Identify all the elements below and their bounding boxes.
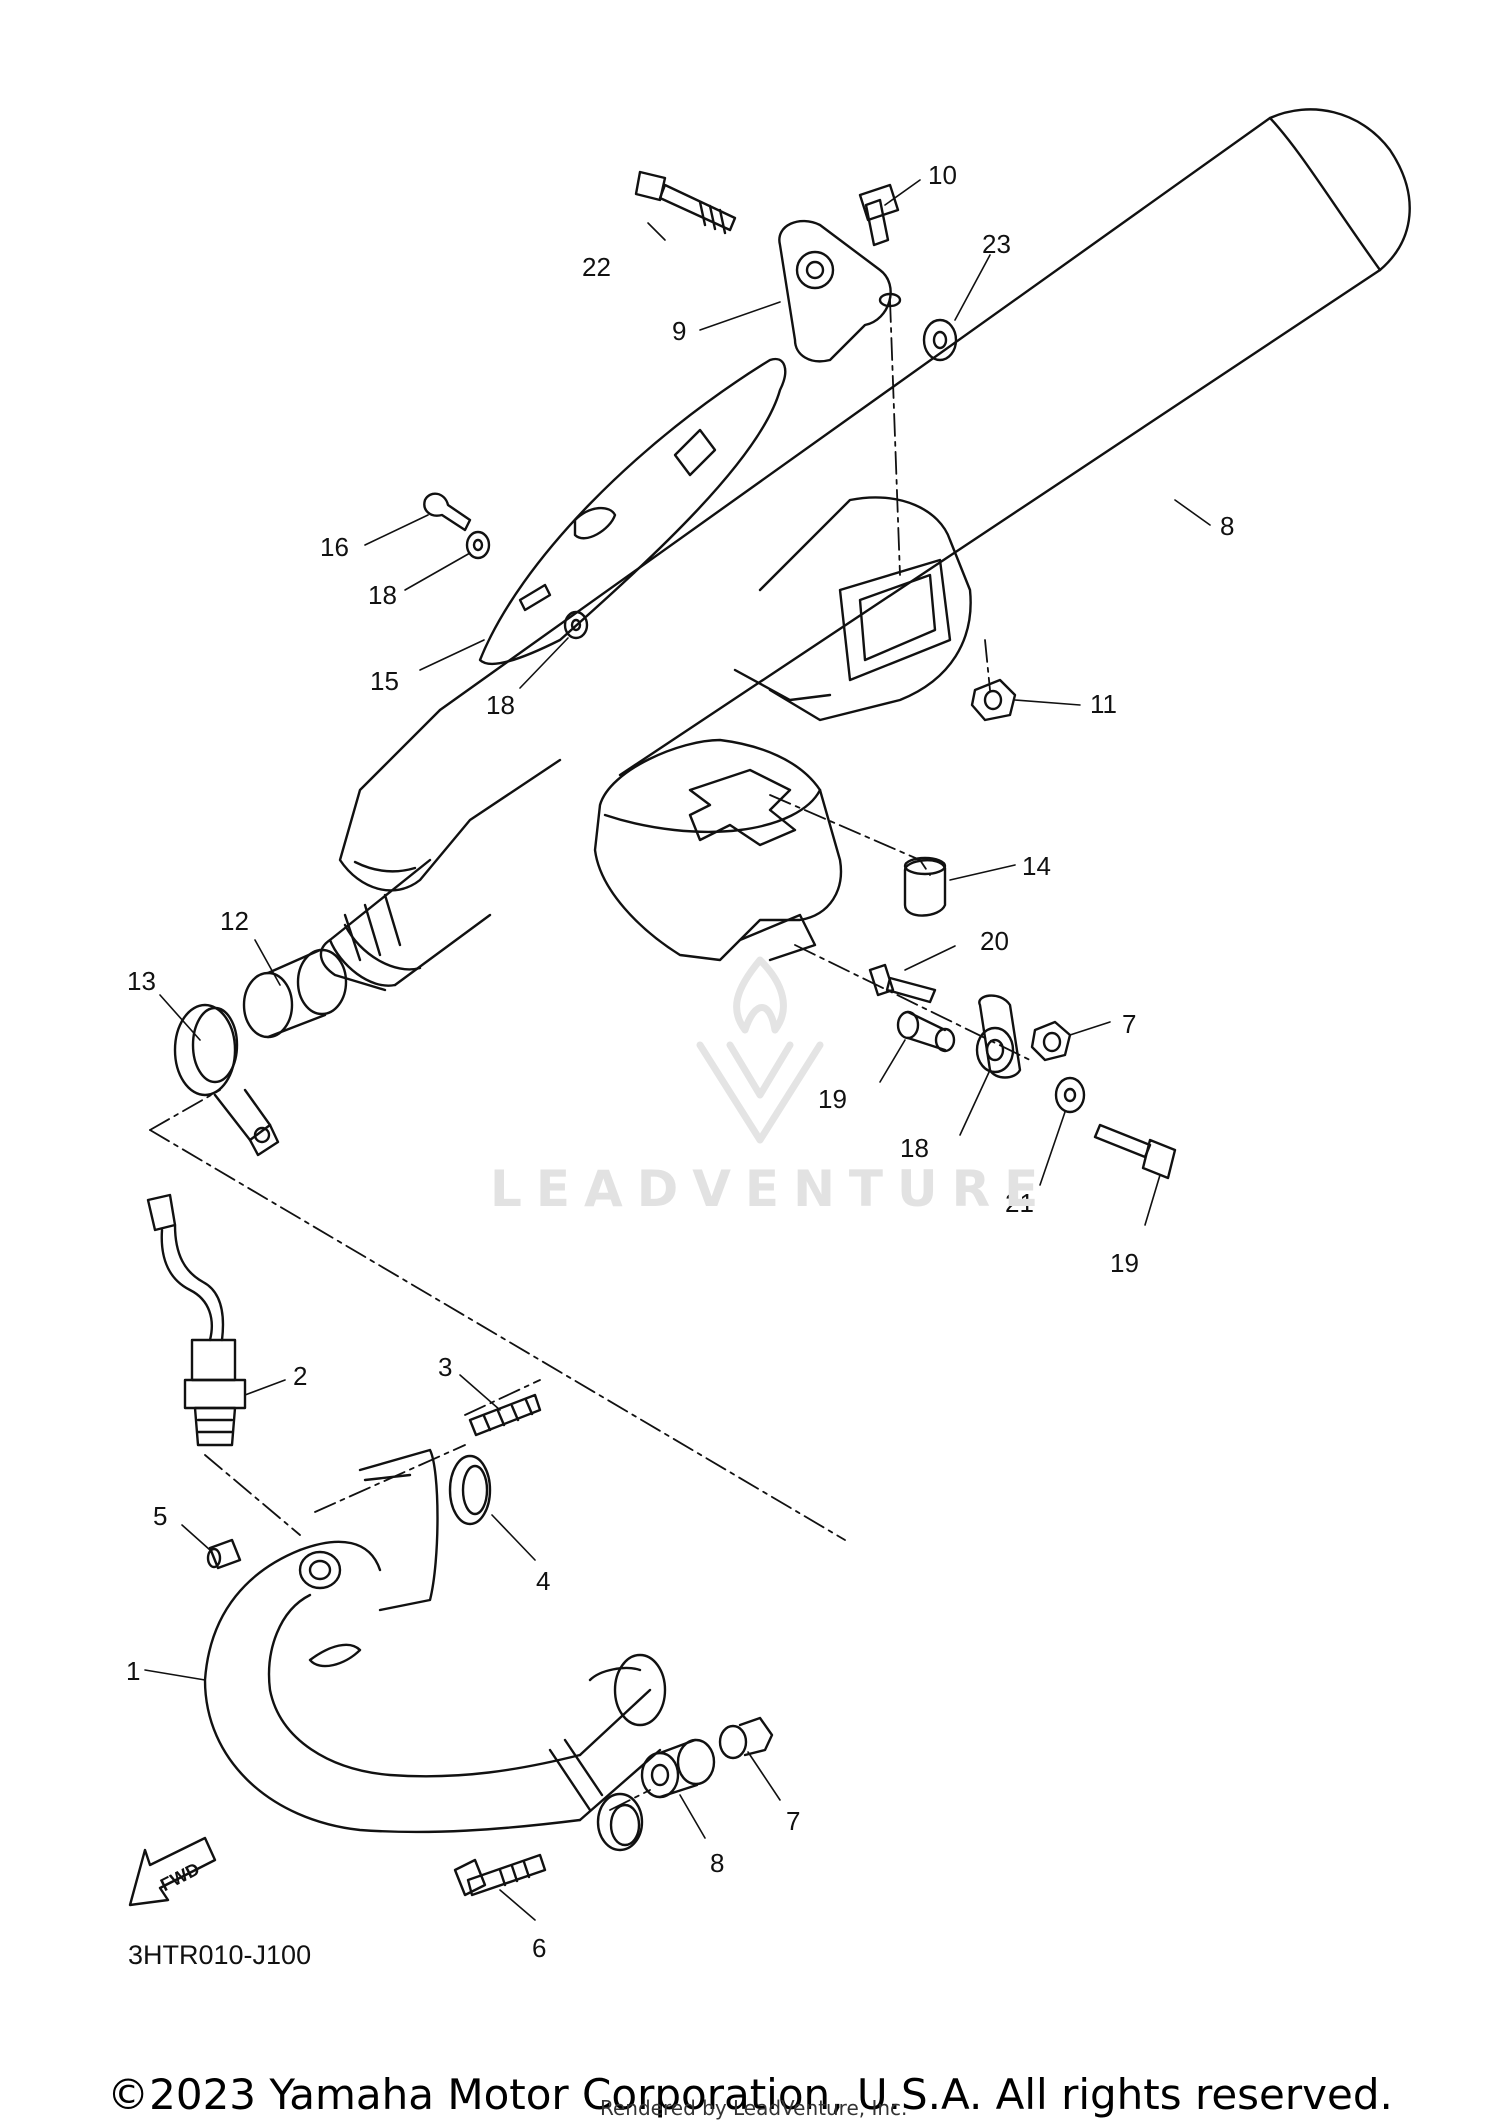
muffler-inlet-pipe <box>319 858 492 992</box>
callout-11: 10 <box>928 160 957 190</box>
damper-19 <box>975 994 1022 1079</box>
callout-19: 18 <box>900 1133 929 1163</box>
callout-4: 4 <box>536 1566 550 1596</box>
stud-3 <box>468 1393 542 1437</box>
callout-6: 6 <box>532 1933 546 1963</box>
callout-1: 1 <box>126 1656 140 1686</box>
fwd-arrow-icon <box>128 1836 217 1907</box>
callout-9: 8 <box>1220 511 1234 541</box>
callout-13: 12 <box>220 906 249 936</box>
damper-8 <box>640 1738 716 1799</box>
callout-7-upper: 7 <box>1122 1009 1136 1039</box>
callout-24: 22 <box>582 252 611 282</box>
callout-16: 15 <box>370 666 399 696</box>
callout-17: 16 <box>320 532 349 562</box>
callout-labels: 22 10 23 9 8 16 18 15 18 11 14 12 13 20 … <box>126 160 1234 1963</box>
gasket-13 <box>242 948 348 1039</box>
render-credit: Rendered by LeadVenture, Inc. <box>600 2096 908 2120</box>
callout-18-upper: 18 <box>368 580 397 610</box>
callout-5: 5 <box>153 1501 167 1531</box>
muffler-bracket <box>778 219 902 363</box>
washer-25 <box>922 318 958 362</box>
plug-5 <box>206 1538 242 1570</box>
washer-18-upper <box>465 530 491 560</box>
callout-20: 19 <box>818 1084 847 1114</box>
screw-17 <box>423 492 472 532</box>
callout-23: 21 <box>1005 1188 1034 1218</box>
muffler <box>338 108 1411 892</box>
washer-23 <box>1054 1076 1086 1114</box>
assembly-leader-lines <box>149 299 1031 1811</box>
bolt-24 <box>634 170 737 235</box>
o2-sensor <box>146 1193 247 1447</box>
callout-18-lower: 18 <box>486 690 515 720</box>
callout-7-lower: 7 <box>786 1806 800 1836</box>
washer-18-lower <box>563 610 589 640</box>
bolt-11 <box>858 183 900 247</box>
bolt-6 <box>453 1853 547 1897</box>
nut-7-upper <box>1030 1020 1072 1062</box>
clamp-14 <box>173 1003 280 1157</box>
callout-2: 2 <box>293 1361 307 1391</box>
muffler-rear-body <box>593 496 972 962</box>
callout-8: 8 <box>710 1848 724 1878</box>
callout-leaders <box>144 179 1211 1921</box>
diagram-code: 3HTR010-J100 <box>128 1940 312 1970</box>
callout-25: 23 <box>982 229 1011 259</box>
fwd-label: FWD <box>157 1859 203 1895</box>
callout-15: 14 <box>1022 851 1051 881</box>
collar-20 <box>896 1010 956 1053</box>
bolt-21 <box>1093 1123 1177 1180</box>
watermark-logo <box>696 956 824 1144</box>
callout-3: 3 <box>438 1352 452 1382</box>
bolt-22 <box>868 963 937 1004</box>
callout-14: 13 <box>127 966 156 996</box>
watermark-text: LEADVENTURE <box>490 1160 1053 1218</box>
gasket-4 <box>448 1454 492 1526</box>
damper-15 <box>903 856 947 917</box>
nut-7-lower <box>718 1716 774 1760</box>
callout-10: 9 <box>672 316 686 346</box>
callout-22: 20 <box>980 926 1009 956</box>
nut-12 <box>970 678 1017 722</box>
heat-protector <box>478 357 787 666</box>
callout-21: 19 <box>1110 1248 1139 1278</box>
exhaust-pipe <box>203 1448 667 1852</box>
callout-12: 11 <box>1090 689 1117 719</box>
copyright-notice: ©2023 Yamaha Motor Corporation, U.S.A. A… <box>107 2070 1393 2119</box>
